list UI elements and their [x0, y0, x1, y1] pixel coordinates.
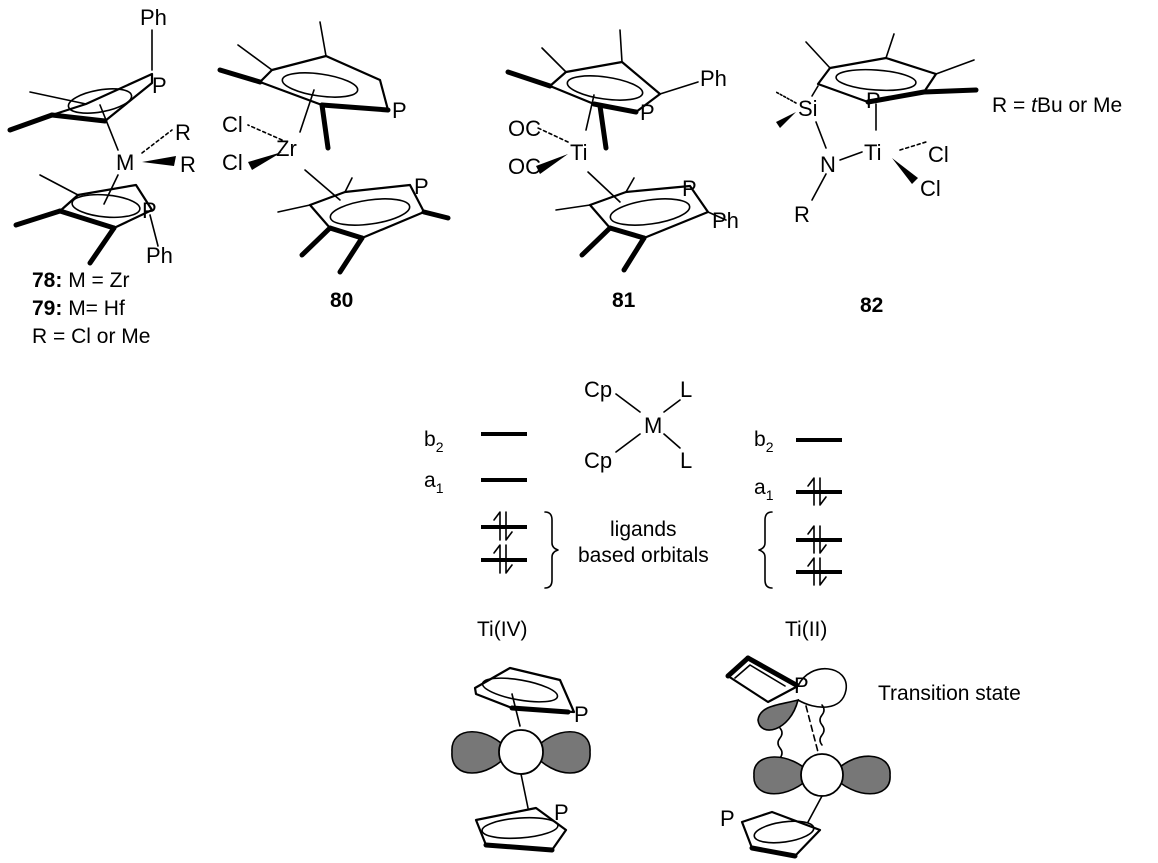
complex-cp-top: Cp [584, 377, 612, 402]
complex-metal: M [644, 413, 662, 438]
complex-l-top: L [680, 377, 692, 402]
generic-complex: Cp Cp M L L [584, 377, 692, 473]
metal-circle-left [498, 729, 544, 775]
atom-80-p-bottom: P [414, 174, 429, 199]
atom-81-metal: Ti [570, 140, 588, 165]
transition-state-label: Transition state [878, 682, 1021, 705]
atom-81-oc1: OC [508, 116, 541, 141]
d-orbital-lobe-right [530, 730, 591, 774]
atom-78-r2: R [180, 152, 196, 177]
bracket-left-facing [758, 511, 773, 589]
structure-78-79: Ph P M R R P Ph 78: M = Zr 79: M= Hf R =… [7, 5, 196, 348]
atom-80-cl1: Cl [222, 112, 243, 137]
caption-ti-ii: Ti(II) [785, 618, 827, 641]
structure-82: Si P N R Ti Cl Cl R = tBu or Me 82 [775, 33, 1122, 317]
ligand-orbitals-line1: ligands [610, 518, 677, 541]
metal-circle-right [800, 753, 844, 797]
atom-82-r: R [794, 202, 810, 227]
mo-levels-ti-iv: b2 a1 Ti(IV) [424, 428, 528, 641]
atom-82-si: Si [798, 96, 818, 121]
caption-78-r-def: R = Cl or Me [32, 325, 150, 348]
atom-82-cl1: Cl [928, 142, 949, 167]
compound-number-82: 82 [860, 294, 883, 317]
atom-80-cl2: Cl [222, 150, 243, 175]
atom-78-metal: M [116, 150, 134, 175]
label-b2-right: b2 [754, 428, 774, 455]
ligand-orbitals-line2: based orbitals [578, 544, 709, 567]
atom-81-ph-bottom: Ph [712, 208, 739, 233]
caption-78: 78: M = Zr [32, 269, 129, 292]
atom-80-p-top: P [392, 98, 407, 123]
structure-81: OC OC Ti P Ph P Ph 81 [505, 29, 739, 312]
mo-diagram: Cp Cp M L L b2 a1 Ti(IV) ligand [424, 377, 842, 641]
structure-80: Cl Cl Zr P P 80 [217, 21, 451, 312]
atom-81-ph-top: Ph [700, 66, 727, 91]
p-lobe-open [797, 668, 847, 708]
caption-79: 79: M= Hf [32, 297, 125, 320]
bond-78-top-wedge [49, 112, 108, 124]
atom-78-ph-bottom: Ph [146, 243, 173, 268]
complex-l-bottom: L [680, 448, 692, 473]
orbital-picture-left: P P [451, 666, 591, 853]
atom-orb-right-p-top: P [794, 673, 809, 698]
d-orbital-lobe-left-ts [753, 756, 814, 795]
bracket-right-facing [544, 511, 559, 589]
r-definition-82: R = tBu or Me [992, 94, 1122, 117]
label-b2-left: b2 [424, 428, 444, 455]
atom-78-p-top: P [152, 73, 167, 98]
atom-81-p-top: P [640, 100, 655, 125]
atom-78-p-bottom: P [142, 198, 157, 223]
atom-82-n: N [820, 152, 836, 177]
ring-78-top [50, 72, 154, 123]
atom-82-cl2: Cl [920, 176, 941, 201]
atom-78-ph-top: Ph [140, 5, 167, 30]
atom-81-oc2: OC [508, 154, 541, 179]
compound-number-81: 81 [612, 289, 636, 312]
atom-orb-right-p-bottom: P [720, 806, 735, 831]
ring-78-bottom [58, 183, 154, 230]
d-orbital-lobe-left [451, 730, 512, 774]
compound-number-80: 80 [330, 289, 353, 312]
ring-78-top-circle [67, 88, 133, 114]
atom-82-p: P [866, 88, 881, 113]
atom-80-metal: Zr [276, 136, 297, 161]
atom-81-p-bottom: P [682, 176, 697, 201]
atom-82-metal: Ti [864, 140, 882, 165]
complex-cp-bottom: Cp [584, 448, 612, 473]
p-lobe-shaded [757, 698, 800, 731]
label-a1-right: a1 [754, 476, 774, 503]
caption-ti-iv: Ti(IV) [477, 618, 528, 641]
d-orbital-lobe-right-ts [830, 755, 891, 795]
orbital-picture-right: P P Transition state [720, 655, 1021, 859]
label-a1-left: a1 [424, 469, 444, 496]
atom-78-r1: R [175, 120, 191, 145]
atom-orb-left-p-top: P [574, 702, 589, 727]
mo-levels-ti-ii: b2 a1 Ti(II) [754, 428, 842, 641]
atom-orb-left-p-bottom: P [554, 800, 569, 825]
